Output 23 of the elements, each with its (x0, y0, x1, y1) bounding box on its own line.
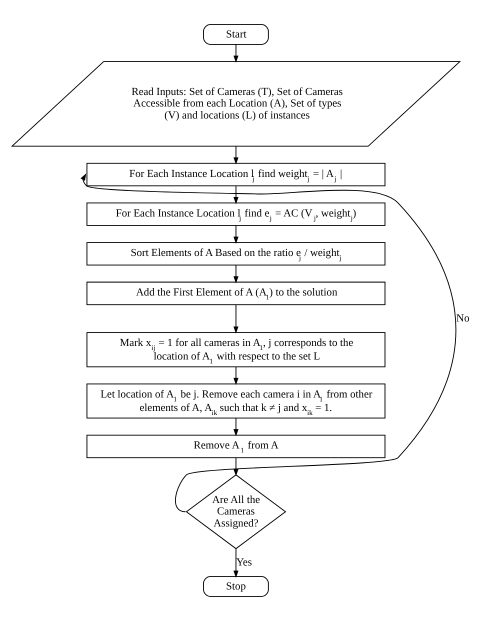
node-box: Mark x$_{ij}$ = 1 for all cameras in A$_{1}$, j corresponds to the location of A$_{1}$ with respect to the set L (86, 332, 386, 367)
node-box: Start (203, 24, 269, 44)
arrow (233, 44, 238, 62)
arrow (233, 185, 238, 204)
arrow (233, 224, 238, 244)
arrow (233, 417, 238, 436)
edge-label: Yes (236, 556, 252, 568)
edge-label: No (456, 312, 470, 324)
node-box: Stop (203, 576, 269, 596)
arrow (233, 366, 238, 385)
node-box: Remove A$_{1}$ from A (86, 434, 386, 458)
node-box: For Each Instance Location l$_{j}$ find e$_{j}$ = AC (V$_{j}$, weight$_{j}$) (86, 202, 386, 226)
arrow (233, 145, 238, 164)
node-box: For Each Instance Location l$_{j}$ find weight$_{j}$ = | A$_{j}$ | (86, 162, 386, 186)
arrow (233, 548, 238, 578)
node-box: Sort Elements of A Based on the ratio e$_{j}$ / weight$_{j}$ (86, 242, 386, 265)
node-box: Add the First Element of A (A$_{1}$) to the solution (86, 281, 386, 305)
arrow (80, 172, 456, 512)
node-box: Let location of A$_{1}$ be j. Remove each camera i in A$_{1}$ from other elements of A, A$_{ik}$ such that k ≠ j and x$_{ik}$ = 1. (86, 382, 386, 418)
arrow (233, 304, 238, 334)
node-diamond: Are All the Cameras Assigned? (186, 474, 286, 549)
arrow (233, 264, 238, 283)
arrow (233, 456, 238, 476)
